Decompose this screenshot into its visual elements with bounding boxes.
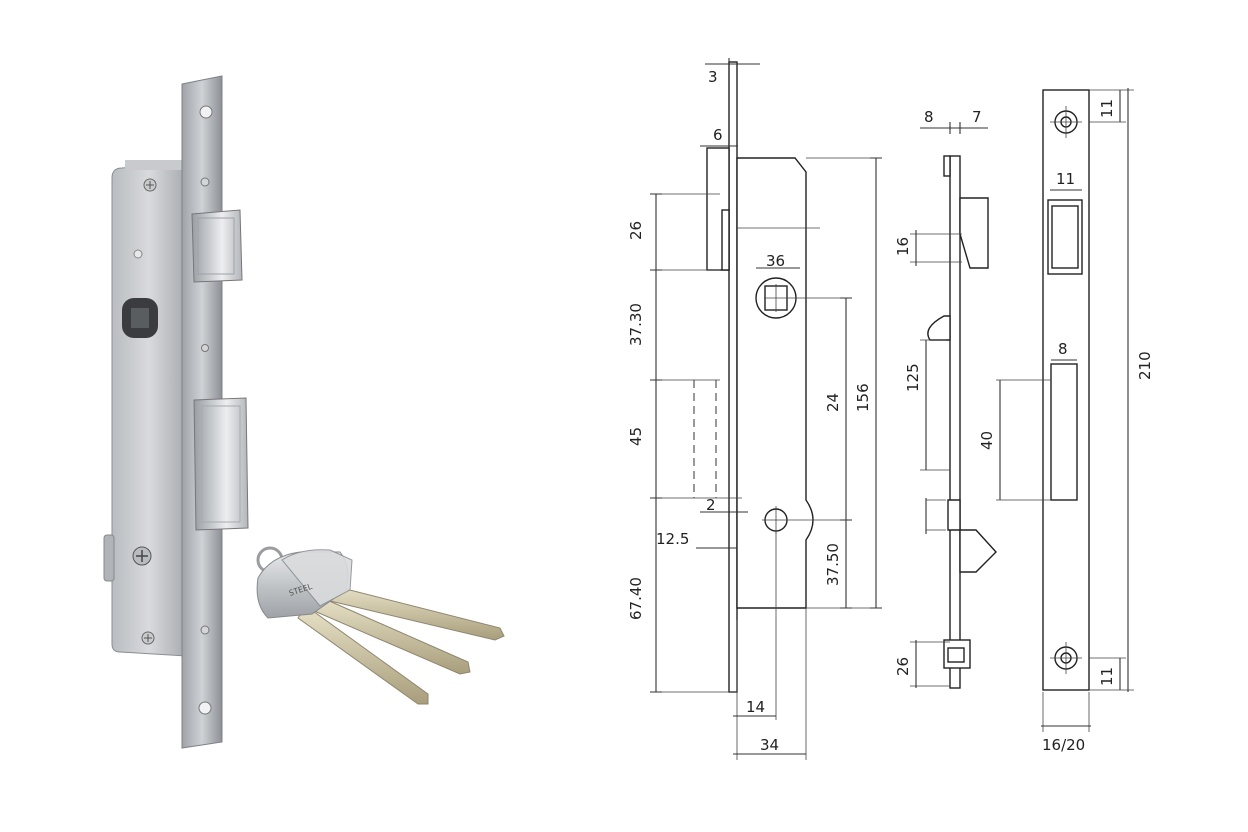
- lock-photo: [103, 75, 249, 749]
- faceplate-dim-11-bottom: 11: [1098, 667, 1116, 686]
- side-lower-bolt-outline: [959, 529, 997, 573]
- dead-bolt: [193, 397, 249, 531]
- keys-photo: STEEL: [256, 546, 505, 705]
- front-dim-34: 34: [760, 736, 779, 754]
- front-dim-2: 2: [706, 496, 716, 514]
- front-dim-36: 36: [766, 252, 785, 270]
- side-dim-8: 8: [924, 108, 934, 126]
- faceplate-dim-16-20: 16/20: [1042, 736, 1085, 754]
- front-dim-24: 24: [824, 393, 842, 412]
- faceplate-dim-11-slot: 11: [1056, 170, 1075, 188]
- side-hook-outline: [927, 315, 951, 341]
- latch-bolt: [191, 209, 243, 283]
- front-deadbolt-hidden: [693, 380, 717, 498]
- front-faceplate-outline: [728, 61, 738, 693]
- faceplate-screw-mid: [201, 344, 209, 352]
- side-dim-125: 125: [904, 363, 922, 392]
- side-view-drawing: 8 7 16 125 26: [894, 108, 997, 689]
- side-dim-7: 7: [972, 108, 982, 126]
- front-view-drawing: 3 6 26 36 37.30 45 24 156 2 12.5 37.50 6…: [627, 58, 882, 760]
- front-dim-37-50: 37.50: [824, 543, 842, 586]
- front-dim-45: 45: [627, 427, 645, 446]
- front-case-outline: [736, 157, 814, 609]
- faceplate-dim-8: 8: [1058, 340, 1068, 358]
- front-dim-37-30: 37.30: [627, 303, 645, 346]
- front-dim-156: 156: [854, 383, 872, 412]
- faceplate-dim-40: 40: [978, 431, 996, 450]
- side-latch-outline: [959, 197, 989, 269]
- faceplate-dim-11-top: 11: [1098, 99, 1116, 118]
- faceplate-screw-low: [200, 625, 210, 635]
- faceplate-screw-top: [200, 177, 210, 187]
- faceplate-screw-hole-top: [199, 105, 213, 119]
- side-dim-26: 26: [894, 657, 912, 676]
- side-dim-16: 16: [894, 237, 912, 256]
- faceplate-view-drawing: 11 11 8 40 210 11 16/20: [978, 88, 1154, 754]
- front-dim-67-40: 67.40: [627, 577, 645, 620]
- front-dim-26: 26: [627, 221, 645, 240]
- faceplate-deadbolt-slot: [1050, 363, 1078, 501]
- lock-case: [111, 161, 187, 657]
- front-dim-3: 3: [708, 68, 718, 86]
- faceplate-screw-hole-bottom: [198, 701, 212, 715]
- side-plate-outline: [949, 155, 961, 689]
- faceplate-dim-210: 210: [1136, 351, 1154, 380]
- front-dim-6: 6: [713, 126, 723, 144]
- key-blade-3: [297, 605, 429, 705]
- front-dim-12-5: 12.5: [656, 530, 689, 548]
- front-dim-14: 14: [746, 698, 765, 716]
